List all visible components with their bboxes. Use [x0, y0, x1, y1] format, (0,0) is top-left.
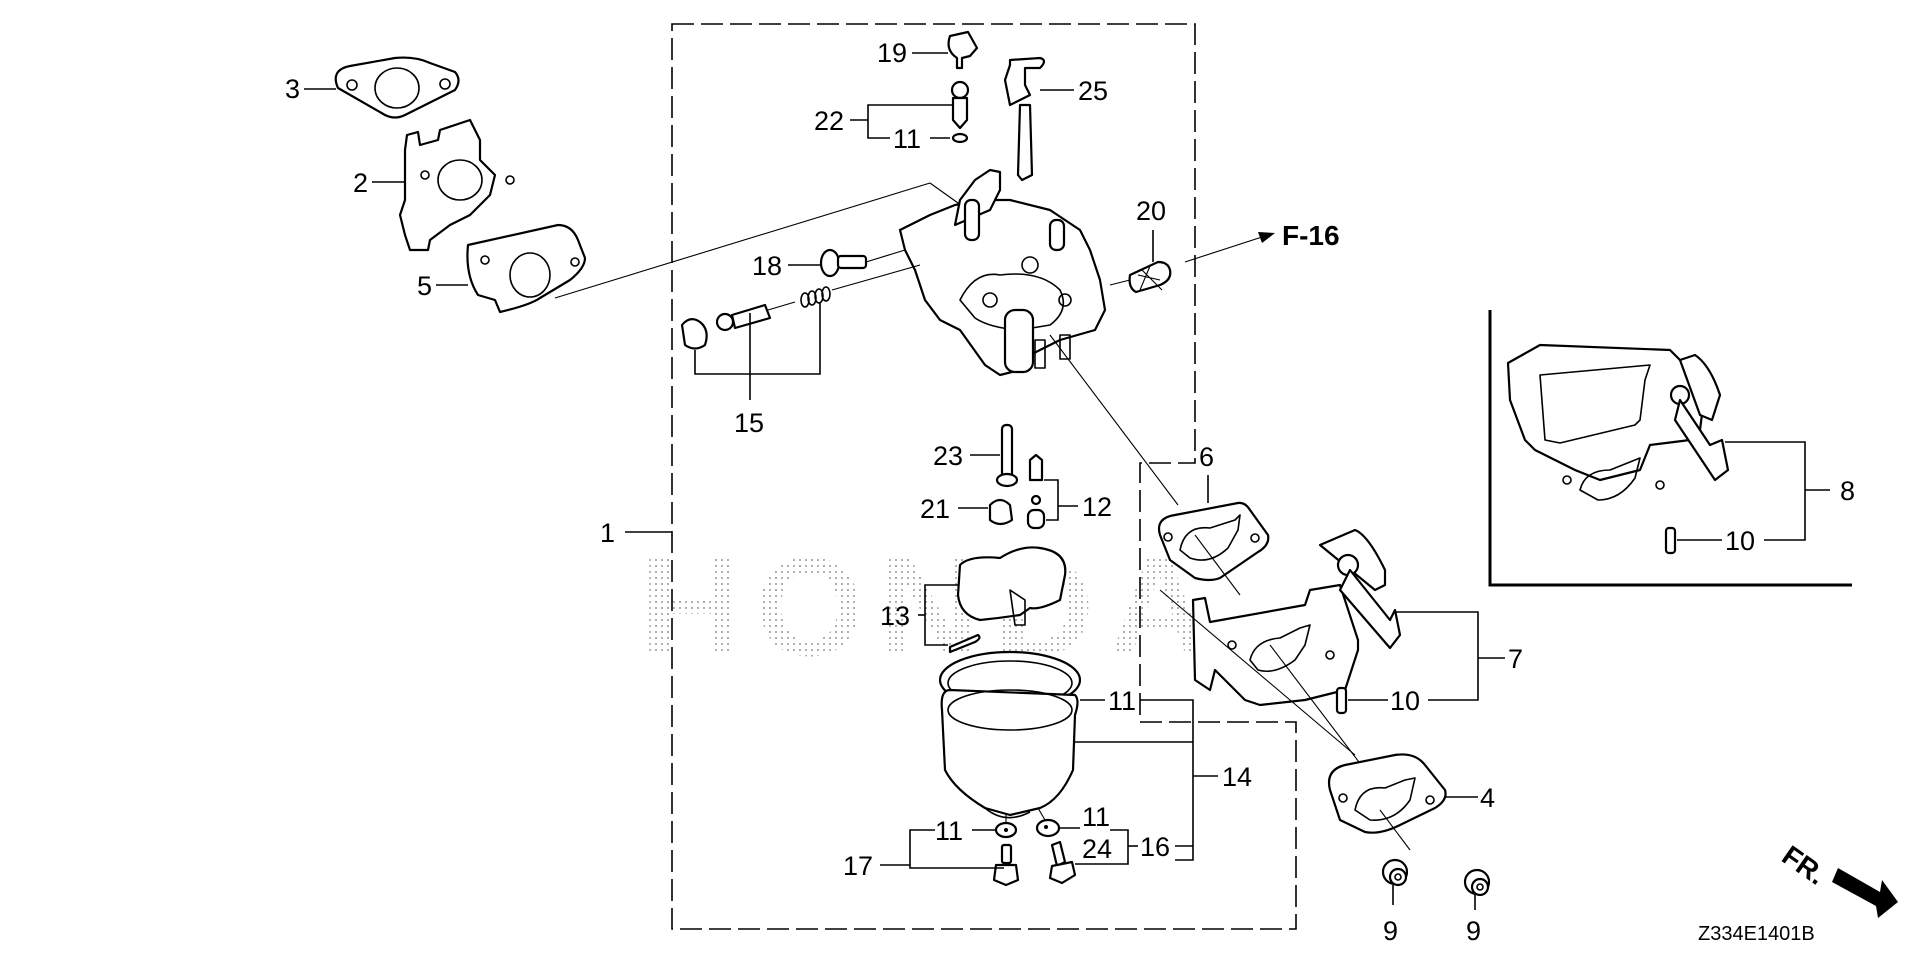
callout-15: 15: [734, 408, 764, 438]
front-arrow-icon: [1832, 868, 1898, 918]
callout-25: 25: [1078, 76, 1108, 106]
callout-21: 21: [920, 494, 950, 524]
part-20-strainer[interactable]: [1128, 260, 1172, 294]
callout-4: 4: [1480, 783, 1495, 813]
callout-20: 20: [1136, 196, 1166, 226]
callout-7: 7: [1508, 644, 1523, 674]
callout-8: 8: [1840, 476, 1855, 506]
part-9-nut-left[interactable]: [1381, 858, 1409, 887]
callout-23: 23: [933, 441, 963, 471]
part-18-screw[interactable]: [819, 248, 868, 278]
part-15-pilot-screw-set[interactable]: [680, 286, 831, 350]
part-7-control-bracket[interactable]: [1191, 528, 1402, 707]
part-25-choke-lever[interactable]: [1003, 56, 1046, 182]
carburetor-body[interactable]: [898, 168, 1107, 377]
part-2-insulator[interactable]: [398, 118, 515, 252]
callout-12: 12: [1082, 492, 1112, 522]
callout-17: 17: [843, 851, 873, 881]
callout-11-left: 11: [935, 816, 963, 846]
reference-f16: F-16: [1282, 220, 1340, 251]
part-14-float-chamber[interactable]: [938, 650, 1082, 819]
part-6-gasket[interactable]: [1157, 501, 1270, 582]
callout-11-top: 11: [893, 124, 921, 154]
callout-11-chamber: 11: [1108, 686, 1136, 716]
part-22-pilot-jet[interactable]: [950, 80, 970, 130]
part-10-pin-inset[interactable]: [1664, 526, 1677, 555]
callout-1: 1: [600, 518, 615, 548]
part-11-oring-top[interactable]: [951, 132, 969, 144]
drawing-code: Z334E1401B: [1698, 923, 1815, 945]
callout-24: 24: [1082, 834, 1112, 864]
part-3-gasket[interactable]: [334, 56, 460, 119]
part-4-gasket[interactable]: [1327, 753, 1447, 834]
callout-5: 5: [417, 271, 432, 301]
part-21-main-jet[interactable]: [988, 498, 1014, 526]
front-label: FR.: [1777, 840, 1832, 891]
part-10-pin[interactable]: [1335, 686, 1348, 715]
arrow-head-f16: [1258, 232, 1275, 243]
part-11-washer-right[interactable]: [1035, 818, 1061, 838]
callout-10-inset: 10: [1725, 526, 1755, 556]
assembly-boundary: [671, 23, 1297, 930]
callout-18: 18: [752, 251, 782, 281]
part-23-nozzle[interactable]: [995, 423, 1019, 488]
part-19-cap[interactable]: [947, 30, 979, 70]
callout-16: 16: [1140, 832, 1170, 862]
callout-3: 3: [285, 74, 300, 104]
inset-box: [1488, 310, 1852, 587]
callout-19: 19: [877, 38, 907, 68]
watermark: HONDA: [640, 528, 1223, 685]
callout-10-bracket: 10: [1390, 686, 1420, 716]
callout-9-right: 9: [1466, 916, 1481, 946]
callout-9-left: 9: [1383, 916, 1398, 946]
part-9-nut-right[interactable]: [1463, 868, 1491, 897]
front-direction-indicator: FR.: [1777, 840, 1898, 918]
callout-13: 13: [880, 601, 910, 631]
callout-2: 2: [353, 168, 368, 198]
part-12-float-valve[interactable]: [1026, 453, 1046, 530]
part-8-control-bracket-alt[interactable]: [1506, 343, 1730, 501]
part-24-drain-screw[interactable]: [1048, 840, 1077, 885]
callout-22: 22: [814, 106, 844, 136]
part-11-washer-left[interactable]: [994, 821, 1018, 839]
callout-14: 14: [1222, 762, 1252, 792]
part-17-bolt[interactable]: [992, 843, 1020, 887]
callout-11-right: 11: [1082, 802, 1110, 832]
part-5-gasket[interactable]: [466, 223, 587, 314]
part-13-float[interactable]: [948, 546, 1067, 654]
callout-6: 6: [1199, 442, 1214, 472]
